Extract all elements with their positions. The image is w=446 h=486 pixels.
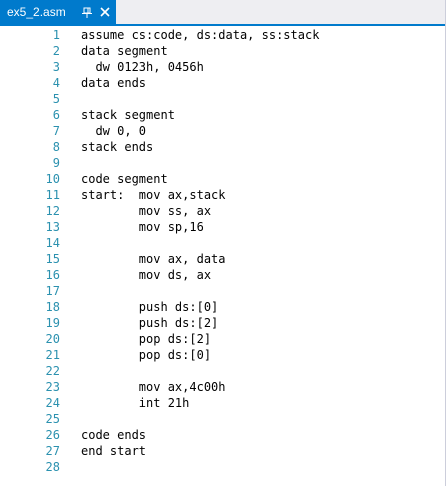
line-code-text[interactable]: end start: [81, 444, 147, 458]
code-line[interactable]: 24 int 21h: [0, 395, 446, 411]
code-line[interactable]: 7 dw 0, 0: [0, 123, 446, 139]
code-editor[interactable]: 1 assume cs:code, ds:data, ss:stack 2 data …: [0, 26, 446, 486]
code-line[interactable]: 27 end start: [0, 443, 446, 459]
code-line[interactable]: 6 stack segment: [0, 107, 446, 123]
line-code-text[interactable]: mov ss, ax: [81, 204, 212, 218]
line-number: 10: [45, 172, 60, 186]
code-line[interactable]: 10 code segment: [0, 171, 446, 187]
line-code-text[interactable]: push ds:[2]: [81, 316, 219, 330]
line-number: 19: [45, 316, 60, 330]
line-number: 1: [52, 28, 60, 42]
code-line[interactable]: 13 mov sp,16: [0, 219, 446, 235]
line-number: 8: [52, 140, 60, 154]
code-line[interactable]: 2 data segment: [0, 43, 446, 59]
line-number: 3: [52, 60, 60, 74]
line-number: 21: [45, 348, 60, 362]
line-code-text[interactable]: mov ax, data: [81, 252, 226, 266]
line-number: 12: [45, 204, 60, 218]
line-number: 17: [45, 284, 60, 298]
line-code-text[interactable]: stack ends: [81, 140, 154, 154]
close-icon[interactable]: [97, 4, 113, 20]
pin-icon[interactable]: [80, 4, 94, 20]
line-number: 7: [52, 124, 60, 138]
line-code-text[interactable]: dw 0123h, 0456h: [81, 60, 204, 74]
line-number: 27: [45, 444, 60, 458]
code-line[interactable]: 22: [0, 363, 446, 379]
code-line[interactable]: 9: [0, 155, 446, 171]
line-number: 14: [45, 236, 60, 250]
line-number: 24: [45, 396, 60, 410]
code-line[interactable]: 12 mov ss, ax: [0, 203, 446, 219]
line-number: 13: [45, 220, 60, 234]
line-code-text[interactable]: assume cs:code, ds:data, ss:stack: [81, 28, 320, 42]
line-code-text[interactable]: dw 0, 0: [81, 124, 147, 138]
line-number: 15: [45, 252, 60, 266]
code-line[interactable]: 15 mov ax, data: [0, 251, 446, 267]
code-line[interactable]: 19 push ds:[2]: [0, 315, 446, 331]
line-number: 28: [45, 460, 60, 474]
code-line[interactable]: 16 mov ds, ax: [0, 267, 446, 283]
line-number: 11: [45, 188, 60, 202]
code-line[interactable]: 11 start: mov ax,stack: [0, 187, 446, 203]
line-code-text[interactable]: mov sp,16: [81, 220, 204, 234]
line-number-gutter: [0, 26, 64, 486]
code-line[interactable]: 23 mov ax,4c00h: [0, 379, 446, 395]
editor-margin: [64, 26, 72, 486]
tab-title: ex5_2.asm: [7, 5, 66, 19]
code-line[interactable]: 14: [0, 235, 446, 251]
line-code-text[interactable]: data ends: [81, 76, 147, 90]
code-line[interactable]: 20 pop ds:[2]: [0, 331, 446, 347]
code-line[interactable]: 25: [0, 411, 446, 427]
line-code-text[interactable]: pop ds:[2]: [81, 332, 212, 346]
line-code-text[interactable]: code ends: [81, 428, 147, 442]
line-code-text[interactable]: mov ds, ax: [81, 268, 212, 282]
tab-bar: ex5_2.asm: [0, 0, 446, 24]
code-line[interactable]: 4 data ends: [0, 75, 446, 91]
code-line[interactable]: 8 stack ends: [0, 139, 446, 155]
code-line[interactable]: 5: [0, 91, 446, 107]
line-code-text[interactable]: int 21h: [81, 396, 190, 410]
line-number: 26: [45, 428, 60, 442]
code-line[interactable]: 26 code ends: [0, 427, 446, 443]
code-line[interactable]: 17: [0, 283, 446, 299]
line-number: 23: [45, 380, 60, 394]
line-code-text[interactable]: data segment: [81, 44, 168, 58]
line-number: 22: [45, 364, 60, 378]
line-code-text[interactable]: pop ds:[0]: [81, 348, 212, 362]
tab-ex5-2-asm[interactable]: ex5_2.asm: [0, 0, 116, 24]
code-line[interactable]: 21 pop ds:[0]: [0, 347, 446, 363]
line-number: 18: [45, 300, 60, 314]
line-code-text[interactable]: code segment: [81, 172, 168, 186]
line-number: 16: [45, 268, 60, 282]
line-number: 5: [52, 92, 60, 106]
code-line[interactable]: 1 assume cs:code, ds:data, ss:stack: [0, 27, 446, 43]
line-number: 20: [45, 332, 60, 346]
line-number: 2: [52, 44, 60, 58]
line-code-text[interactable]: push ds:[0]: [81, 300, 219, 314]
code-line[interactable]: 18 push ds:[0]: [0, 299, 446, 315]
line-code-text[interactable]: start: mov ax,stack: [81, 188, 226, 202]
code-line[interactable]: 3 dw 0123h, 0456h: [0, 59, 446, 75]
line-number: 25: [45, 412, 60, 426]
line-number: 4: [52, 76, 60, 90]
code-line[interactable]: 28: [0, 459, 446, 475]
tab-underline: [0, 24, 446, 26]
line-code-text[interactable]: mov ax,4c00h: [81, 380, 226, 394]
line-code-text[interactable]: stack segment: [81, 108, 175, 122]
line-number: 6: [52, 108, 60, 122]
line-number: 9: [52, 156, 60, 170]
